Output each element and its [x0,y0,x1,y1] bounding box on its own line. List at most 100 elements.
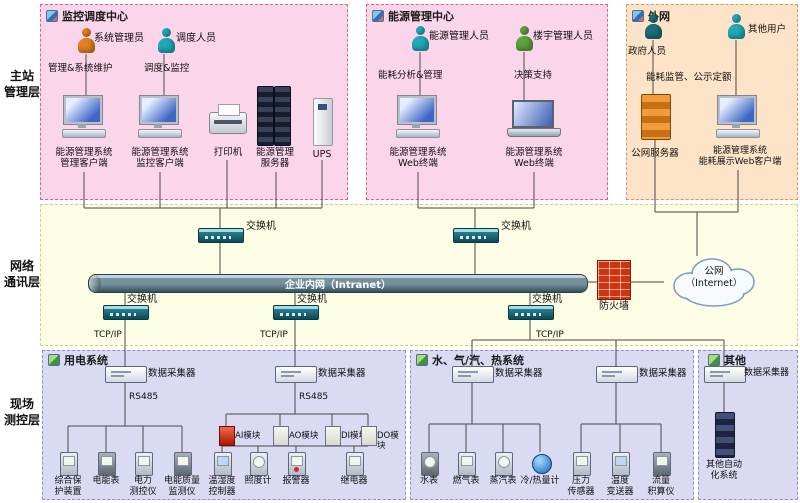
module-label: DO模块 [377,431,399,452]
government-person-icon [645,14,662,40]
public-server-label: 公网服务器 [631,148,679,159]
zone-title-icon [48,354,60,366]
water-system-title: 水、气/汽、热系统 [416,352,524,368]
heat-meter-icon [532,454,552,474]
device-label: 温度 变送器 [606,476,634,497]
temperature-transmitter-icon [612,452,630,476]
device-label: 燃气表 [452,476,480,486]
data-collector-label: 数据采集器 [495,368,543,379]
di-module-icon [325,426,341,446]
extranet-client-label: 能源管理系统 能耗展示Web客户端 [698,146,782,167]
admin-role-label: 管理&系统维护 [48,63,113,74]
data-collector-icon [596,366,638,383]
web-terminal1-label: 能源管理系统 Web终端 [389,147,447,170]
tcpip-label: TCP/IP [536,330,564,340]
internet-label: 公网 （Internet） [685,266,743,289]
admin-person-icon [78,28,95,54]
relay-icon [346,452,364,476]
switch-icon [103,305,149,320]
laptop-icon [507,100,561,137]
pressure-sensor-icon [573,452,591,476]
zone-title-text: 水、气/汽、热系统 [432,354,525,367]
desktop-icon [138,95,182,138]
energy-manager-label: 能源管理人员 [429,31,489,42]
printer-label: 打印机 [213,147,243,158]
zone-title-text: 用电系统 [64,354,108,367]
other-device-label: 其他自动 化系统 [705,460,742,481]
power-monitor-icon [135,452,153,476]
public-server-icon [641,94,671,140]
client1-label: 能源管理系统 管理客户端 [55,147,113,170]
building-manager-label: 楼宇管理人员 [533,31,593,42]
energy-meter-icon [98,452,116,476]
layer-label-field: 现场 测控层 [4,397,41,428]
device-label: 电能质量 监测仪 [163,476,200,497]
zone-title-text: 监控调度中心 [62,10,128,23]
data-collector-label: 数据采集器 [639,368,687,379]
dispatcher-person-icon [158,28,175,54]
dispatcher-role-label: 调度&监控 [144,63,190,74]
ups-label: UPS [312,149,332,160]
gas-meter-icon [458,452,476,476]
switch-label: 交换机 [127,294,157,305]
switch-label: 交换机 [246,221,276,232]
decision-role-label: 决策支持 [514,70,553,81]
monitor-center-title: 监控调度中心 [46,8,128,24]
device-label: 流量 积算仪 [647,476,675,497]
ao-module-icon [273,426,289,446]
extranet-role-label: 能耗监管、公示定额 [646,72,732,83]
layer-label-management: 主站 管理层 [4,69,41,100]
alarm-icon [288,452,306,476]
zone-title-icon [708,354,720,366]
data-collector-label: 数据采集器 [744,368,790,378]
device-label: 压力 传感器 [567,476,595,497]
data-collector-icon [105,366,147,383]
building-manager-person-icon [516,26,533,52]
desktop-icon [716,95,760,138]
server-tower-icon [274,86,291,146]
module-label: DI模块 [341,431,368,441]
energy-role-label: 能耗分析&管理 [378,70,443,81]
humidity-controller-icon [214,452,232,476]
switch-label: 交换机 [532,294,562,305]
switch-label: 交换机 [297,294,327,305]
web-terminal2-label: 能源管理系统 Web终端 [505,147,563,170]
firewall-icon [597,260,631,300]
device-label: 照度计 [244,476,272,486]
water-meter-icon [421,452,439,476]
switch-icon [508,305,554,320]
intranet-label: 企业内网（Intranet） [285,280,391,291]
admin-label: 系统管理员 [94,33,144,44]
desktop-icon [62,95,106,138]
zone-title-icon [416,354,428,366]
server-label: 能源管理 服务器 [255,147,294,170]
tcpip-label: TCP/IP [94,330,122,340]
data-collector-icon [275,366,317,383]
printer-icon [209,104,247,134]
power-system-title: 用电系统 [48,352,108,368]
intranet-backbone: 企业内网（Intranet） [88,274,588,293]
device-label: 电力 测控仪 [129,476,157,497]
flow-totalizer-icon [653,452,671,476]
ups-icon [313,98,333,146]
switch-label: 交换机 [501,221,531,232]
data-collector-icon [704,366,746,383]
energy-center-title: 能源管理中心 [372,8,454,24]
device-label: 冷/热量计 [520,476,560,486]
energy-manager-person-icon [412,26,429,52]
zone-title-text: 能源管理中心 [388,10,454,23]
data-collector-label: 数据采集器 [318,368,366,379]
power-quality-icon [174,452,192,476]
server-tower-icon [257,86,274,146]
rs485-label: RS485 [129,392,159,402]
zone-title-icon [372,10,384,22]
zone-title-icon [46,10,58,22]
data-collector-label: 数据采集器 [148,368,196,379]
device-label: 水表 [419,476,438,486]
lux-meter-icon [250,452,268,476]
steam-meter-icon [495,452,513,476]
module-label: AO模块 [289,431,319,441]
other-user-person-icon [728,14,745,40]
other-system-title: 其他 [708,352,746,368]
